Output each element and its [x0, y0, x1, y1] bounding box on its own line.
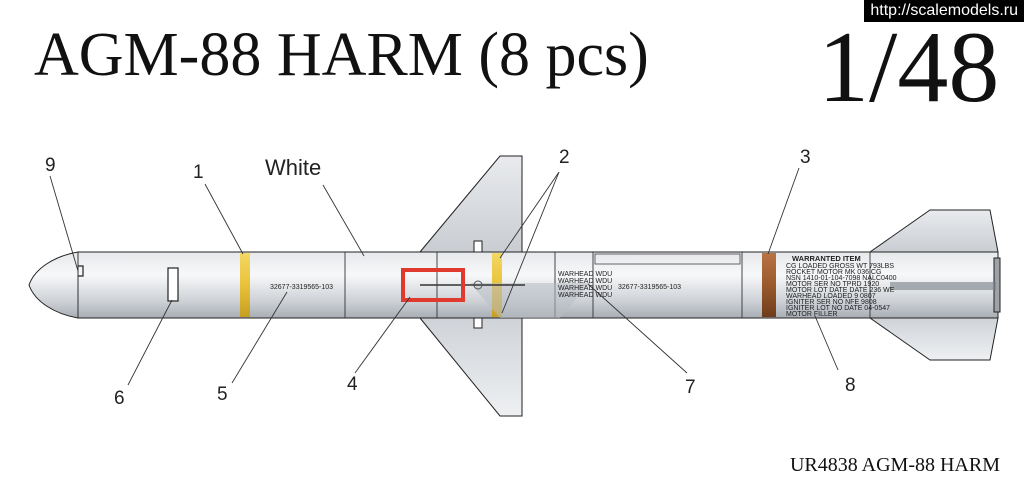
- svg-text:ROCKET MOTOR MK 036 CG: ROCKET MOTOR MK 036 CG: [786, 269, 881, 276]
- nose-cone: [28, 251, 79, 319]
- callout-6: 6: [114, 388, 125, 409]
- brown-band-motor: [762, 253, 776, 317]
- tail-fin-bottom: [868, 317, 999, 361]
- window-6: [167, 267, 179, 302]
- callout-7: 7: [685, 377, 696, 398]
- product-code: UR4838 AGM-88 HARM: [789, 454, 1000, 476]
- forward-wing-top: [418, 155, 523, 253]
- fuze-ring: [473, 280, 483, 290]
- warhead-stencil: WARHEAD WDU WARHEAD WDU WARHEAD WDU WARH…: [558, 271, 612, 299]
- svg-text:WARHEAD WDU: WARHEAD WDU: [558, 292, 612, 299]
- tail-streak: [890, 282, 996, 290]
- svg-text:IGNITER SER NO NFE 9808: IGNITER SER NO NFE 9808: [786, 299, 877, 306]
- nose-marker-9: [78, 265, 84, 277]
- lug-bottom: [473, 317, 483, 329]
- svg-text:NSN 1410-01-104-7098 NALC0400: NSN 1410-01-104-7098 NALC0400: [786, 275, 897, 282]
- access-panel: [594, 253, 741, 265]
- lug-top: [473, 240, 483, 253]
- motor-stencil: WARRANTED ITEM CG LOADED GROSS WT 793LBS…: [786, 254, 897, 318]
- leader-lines: [49, 167, 839, 386]
- callout-5: 5: [217, 384, 228, 405]
- svg-text:MOTOR FILLER: MOTOR FILLER: [786, 311, 838, 318]
- svg-text:WARRANTED ITEM: WARRANTED ITEM: [792, 254, 861, 263]
- svg-text:IGNITER LOT NO DATE 04-0547: IGNITER LOT NO DATE 04-0547: [786, 305, 890, 312]
- callout-8: 8: [845, 375, 856, 396]
- svg-text:WARHEAD LOADED 9 0807: WARHEAD LOADED 9 0807: [786, 293, 876, 300]
- serial-stencil-front: 32677-3319565-103: [270, 284, 333, 291]
- svg-text:WARHEAD WDU: WARHEAD WDU: [558, 278, 612, 285]
- callout-3: 3: [800, 147, 811, 168]
- yellow-band-front: [240, 253, 250, 317]
- callout-2: 2: [559, 147, 570, 168]
- callout-1: 1: [193, 162, 204, 183]
- highlight-box-4: [401, 268, 465, 302]
- svg-text:MOTOR LOT DATE DATE 236 WE: MOTOR LOT DATE DATE 236 WE: [786, 287, 895, 294]
- svg-text:WARHEAD WDU: WARHEAD WDU: [558, 285, 612, 292]
- svg-text:WARHEAD WDU: WARHEAD WDU: [558, 271, 612, 278]
- svg-text:MOTOR SER NO TPRD 1920: MOTOR SER NO TPRD 1920: [786, 281, 879, 288]
- serial-stencil-rear: 32677-3319565-103: [618, 284, 681, 291]
- callout-4: 4: [347, 374, 358, 395]
- color-note-white: White: [265, 155, 321, 180]
- wing-strake-shadow: [470, 283, 590, 318]
- source-watermark[interactable]: http://scalemodels.ru: [864, 0, 1024, 22]
- page-title: AGM-88 HARM (8 pcs): [34, 21, 649, 89]
- tail-fin-top: [868, 209, 999, 253]
- svg-text:CG LOADED GROSS WT 793LBS: CG LOADED GROSS WT 793LBS: [786, 263, 894, 270]
- scale-label: 1/48: [818, 11, 1000, 124]
- forward-wing-bottom: [418, 317, 523, 417]
- callout-9: 9: [45, 155, 56, 176]
